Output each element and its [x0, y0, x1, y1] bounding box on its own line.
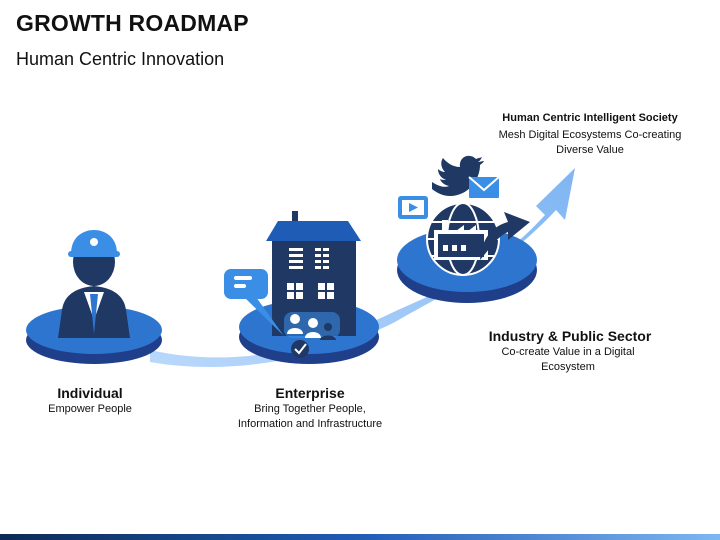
stage-individual-title: Individual [57, 385, 123, 401]
stage-industry-desc-line1: Co-create Value in a Digital [501, 346, 635, 358]
factory-icon [434, 220, 488, 260]
chat-icon [224, 269, 284, 336]
stage-society-title: Human Centric Intelligent Society [502, 112, 678, 124]
page-subtitle: Human Centric Innovation [16, 49, 225, 69]
stage-industry-title: Industry & Public Sector [488, 328, 652, 344]
footer-bar [0, 534, 720, 540]
stage-society-desc-line2: Diverse Value [556, 144, 624, 156]
stage-industry-desc: Co-create Value in a Digital Ecosystem [480, 345, 656, 375]
growth-arrow-icon [480, 212, 530, 260]
video-icon [398, 196, 428, 219]
stage-society-desc: Mesh Digital Ecosystems Co-creating Dive… [490, 128, 690, 158]
stage-individual-desc: Empower People [48, 403, 132, 415]
stage-enterprise-title: Enterprise [275, 385, 345, 401]
team-icon [284, 312, 340, 358]
stage-enterprise-desc: Bring Together People, Information and I… [220, 402, 400, 432]
stage-society-desc-line1: Mesh Digital Ecosystems Co-creating [498, 129, 682, 141]
page-title: GROWTH ROADMAP [16, 10, 249, 36]
stage-enterprise-desc-line1: Bring Together People, [254, 403, 366, 415]
stage-enterprise-desc-line2: Information and Infrastructure [237, 418, 383, 430]
person-icon [58, 230, 130, 338]
stage-industry-desc-line2: Ecosystem [541, 361, 595, 373]
mail-icon [468, 176, 500, 198]
